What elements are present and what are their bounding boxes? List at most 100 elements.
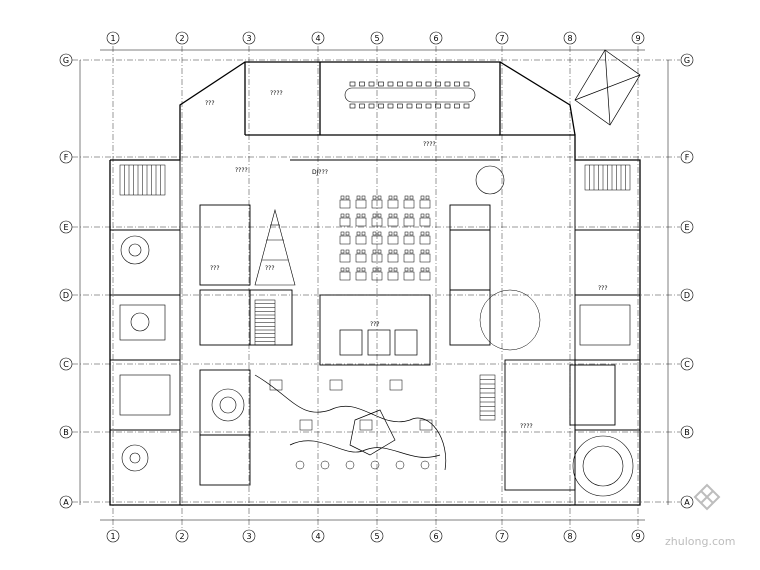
chair [387, 81, 394, 87]
chair [406, 103, 413, 109]
chair [425, 195, 430, 200]
col-bubble-label: 8 [567, 532, 572, 541]
table [355, 253, 367, 263]
chair [359, 103, 365, 109]
chair [397, 103, 403, 109]
col-bubble [495, 529, 509, 543]
table [371, 253, 383, 263]
col-bubble [429, 529, 443, 543]
chair [409, 249, 414, 254]
chair [345, 267, 350, 272]
row-bubble [59, 357, 73, 371]
chair [377, 267, 382, 272]
stairs [119, 164, 631, 421]
table [371, 235, 383, 245]
row-bubble-label: A [63, 498, 69, 507]
corridor-label: ???? [423, 141, 436, 148]
table [387, 271, 399, 281]
row-bubble [59, 288, 73, 302]
chair [444, 81, 451, 87]
chair [420, 213, 425, 218]
chair [404, 213, 409, 218]
chair [454, 81, 460, 87]
table [339, 217, 351, 227]
table [389, 379, 403, 391]
chair [404, 231, 409, 236]
row-bubble [680, 150, 694, 164]
chair [368, 103, 375, 109]
col-bubble-label: 2 [179, 34, 184, 43]
col-bubble [631, 529, 645, 543]
col-bubble-label: 4 [315, 34, 320, 43]
col-bubble-label: 5 [374, 532, 379, 541]
vip-e-label: ??? [598, 285, 608, 292]
table [339, 271, 351, 281]
col-bubble-label: 1 [110, 532, 115, 541]
chair [361, 195, 366, 200]
chair [387, 103, 394, 109]
row-bubble-label: F [685, 153, 690, 162]
chair [361, 249, 366, 254]
chair [356, 267, 361, 272]
center-stage [339, 329, 418, 356]
service-label: ??? [370, 321, 380, 328]
chair [425, 231, 430, 236]
table [355, 217, 367, 227]
chair [361, 231, 366, 236]
table [269, 379, 283, 391]
chair [349, 81, 356, 87]
col-bubble [106, 529, 120, 543]
table [355, 271, 367, 281]
round-table [395, 460, 405, 470]
col-bubble [106, 31, 120, 45]
chair [425, 249, 430, 254]
table [419, 253, 431, 263]
table [419, 419, 433, 431]
row-bubble-label: B [684, 428, 690, 437]
round-table [295, 460, 305, 470]
chair [377, 195, 382, 200]
ktv-booths [119, 165, 634, 497]
chair [404, 267, 409, 272]
chair [372, 231, 377, 236]
dj-booth-label: DJ??? [312, 169, 328, 176]
col-bubble [563, 529, 577, 543]
row-bubble [680, 53, 694, 67]
row-bubble-label: D [684, 291, 690, 300]
row-bubble [680, 357, 694, 371]
chair [368, 81, 375, 87]
col-bubble [175, 31, 189, 45]
table [403, 199, 415, 209]
chair [409, 267, 414, 272]
table [387, 235, 399, 245]
row-bubble [59, 220, 73, 234]
row-bubble [59, 425, 73, 439]
chair [393, 195, 398, 200]
col-bubble-label: 6 [433, 34, 438, 43]
chair [372, 249, 377, 254]
chair [409, 195, 414, 200]
table [371, 199, 383, 209]
col-bubble [175, 529, 189, 543]
round-table [420, 460, 430, 470]
row-bubble-label: D [63, 291, 69, 300]
chair [435, 103, 441, 109]
row-bubble-label: E [684, 223, 689, 232]
chair [388, 231, 393, 236]
col-bubble [631, 31, 645, 45]
table [355, 235, 367, 245]
col-bubble-label: 2 [179, 532, 184, 541]
table [329, 379, 343, 391]
chair [359, 81, 365, 87]
watermark: zhulong.com [665, 483, 735, 548]
chair [420, 267, 425, 272]
row-bubble-label: G [684, 56, 690, 65]
dimension-lines [79, 49, 669, 521]
table [387, 217, 399, 227]
col-bubble [370, 529, 384, 543]
chair [388, 267, 393, 272]
chair [420, 231, 425, 236]
row-bubble [680, 495, 694, 509]
chair [345, 213, 350, 218]
